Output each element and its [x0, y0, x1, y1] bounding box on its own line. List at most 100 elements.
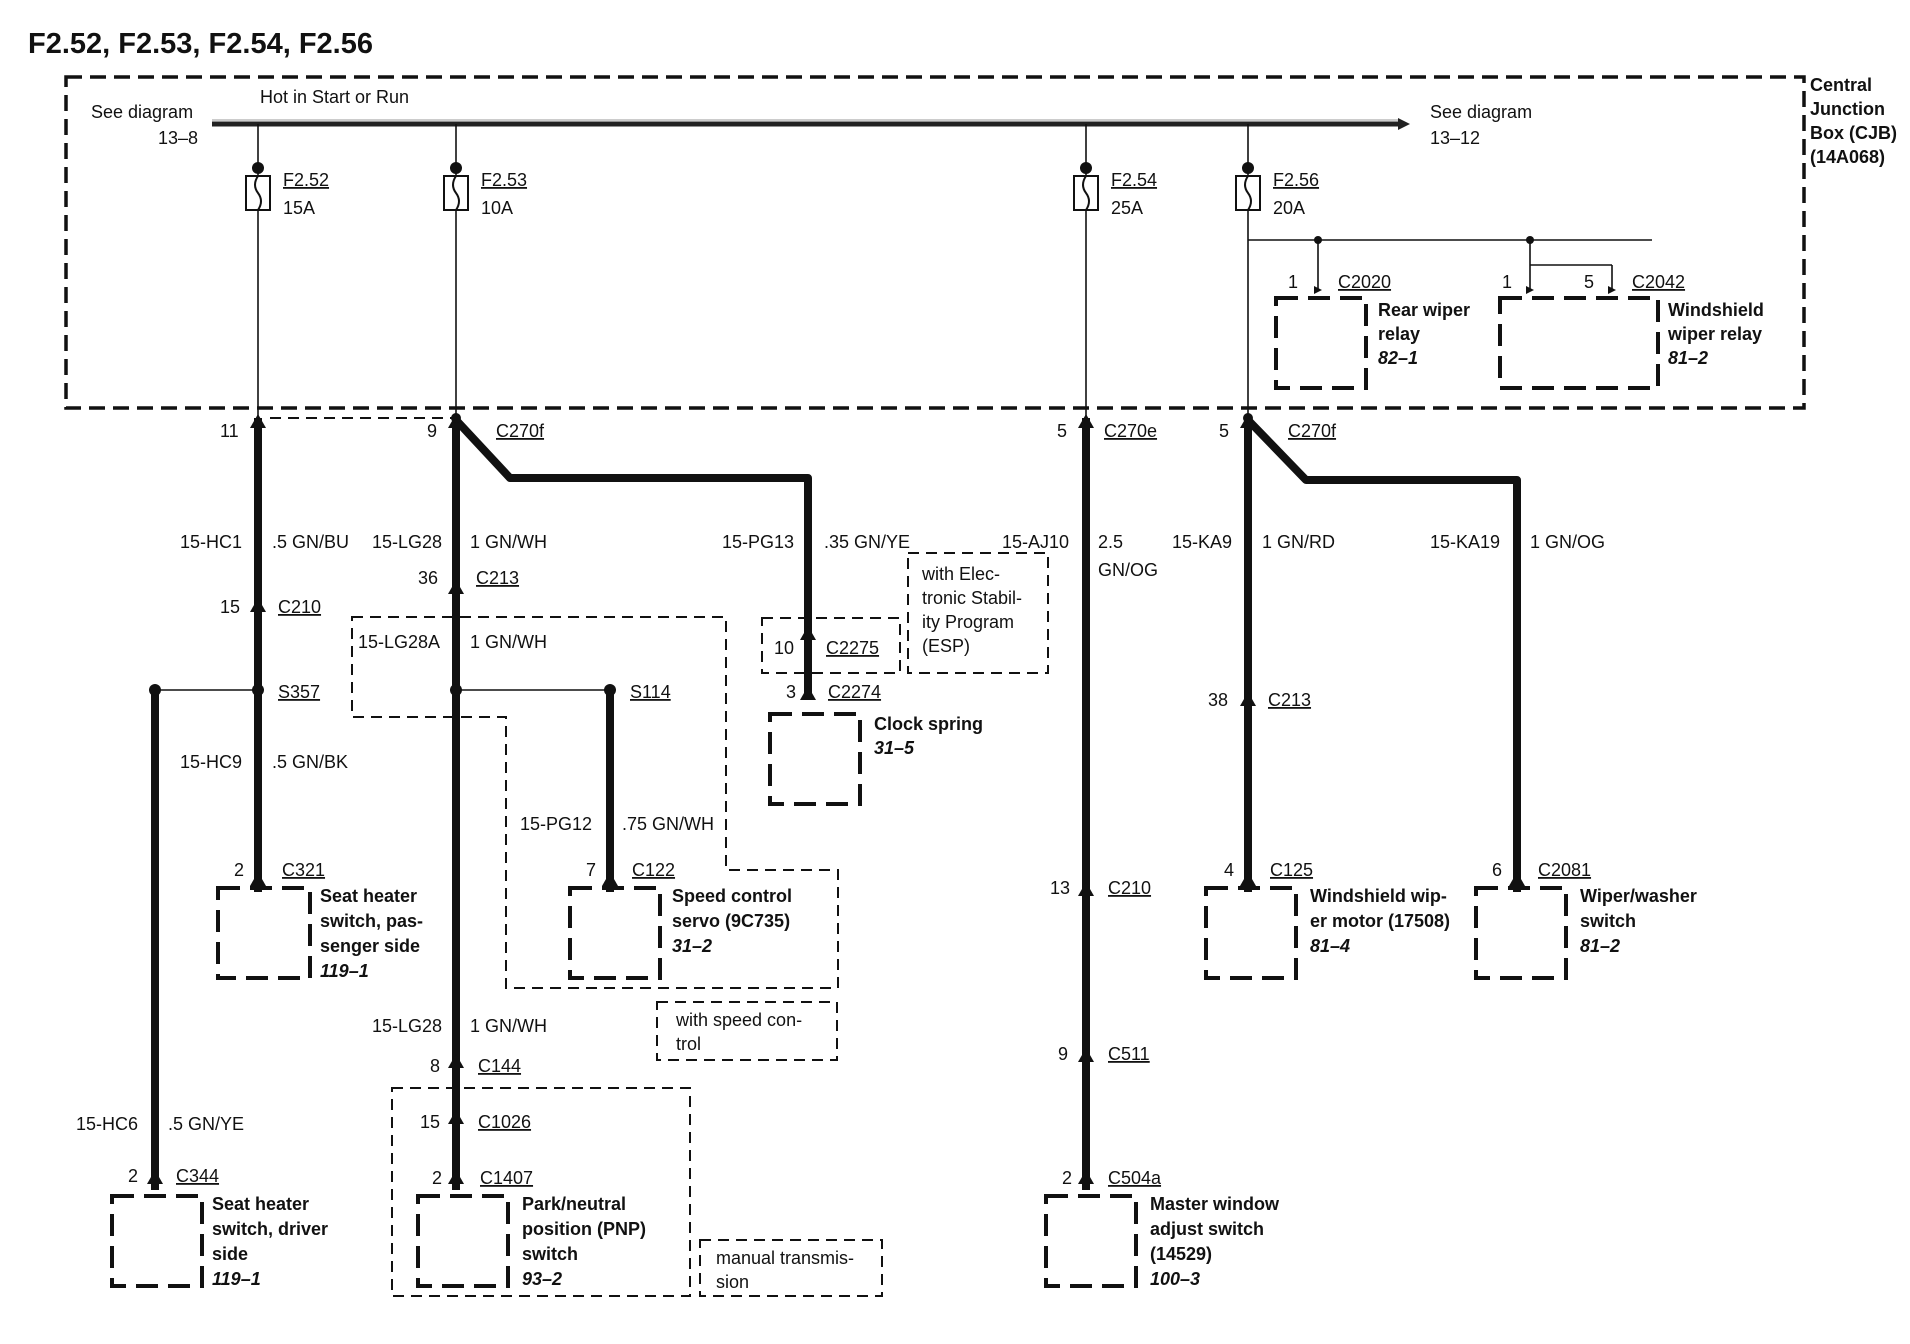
c2275-pin: 10 — [774, 638, 794, 658]
c213-right-pin: 38 — [1208, 690, 1228, 710]
esp-note: with Elec- tronic Stabil- ity Program (E… — [907, 552, 1049, 674]
windshield-wiper-relay: 1 5 C2042 Windshield wiper relay 81–2 — [1498, 272, 1764, 390]
svg-text:Box (CJB): Box (CJB) — [1810, 123, 1897, 143]
svg-text:relay: relay — [1378, 324, 1420, 344]
svg-text:(14A068): (14A068) — [1810, 147, 1885, 167]
svg-text:with Elec-: with Elec- — [921, 564, 1000, 584]
wiper-washer-switch: Wiper/washer switch 81–2 — [1474, 886, 1697, 980]
svg-text:wiper relay: wiper relay — [1667, 324, 1762, 344]
clock-spring: Clock spring 31–5 — [768, 712, 983, 806]
c2275: C2275 — [826, 638, 879, 658]
c504a: C504a — [1108, 1168, 1162, 1188]
svg-text:Rear wiper: Rear wiper — [1378, 300, 1470, 320]
c1026: C1026 — [478, 1112, 531, 1132]
svg-text:tronic Stabil-: tronic Stabil- — [922, 588, 1022, 608]
svg-text:Clock spring: Clock spring — [874, 714, 983, 734]
wire-ka19 — [1245, 417, 1521, 892]
svg-text:Speed control: Speed control — [672, 886, 792, 906]
page-title: F2.52, F2.53, F2.54, F2.56 — [28, 28, 373, 60]
svg-text:93–2: 93–2 — [522, 1269, 562, 1289]
rear-wiper-relay: 1 C2020 Rear wiper relay 82–1 — [1274, 272, 1470, 390]
svg-text:Seat heater: Seat heater — [212, 1194, 309, 1214]
master-window-adjust-switch: Master window adjust switch (14529) 100–… — [1044, 1194, 1280, 1289]
svg-text:1: 1 — [1288, 272, 1298, 292]
svg-text:with speed con-: with speed con- — [675, 1010, 802, 1030]
c213-right: C213 — [1268, 690, 1311, 710]
lg28-bot-circuit: 15-LG28 — [372, 1016, 442, 1036]
relay-feed — [1248, 236, 1652, 294]
ka19-spec: 1 GN/OG — [1530, 532, 1605, 552]
cjb-label: Central Junction Box (CJB) (14A068) — [1810, 75, 1897, 167]
svg-text:Master window: Master window — [1150, 1194, 1280, 1214]
pin-11: 11 — [220, 421, 239, 441]
fuse-f2-54: F2.54 25A — [1073, 124, 1157, 218]
c122-pin: 7 — [586, 860, 596, 880]
svg-text:sion: sion — [716, 1272, 749, 1292]
aj10-spec-2: GN/OG — [1098, 560, 1158, 580]
c270f-a-pin: 9 — [427, 421, 437, 441]
speed-control-note: with speed con- trol — [656, 1001, 838, 1061]
c511-pin: 9 — [1058, 1044, 1068, 1064]
svg-text:Windshield wip-: Windshield wip- — [1310, 886, 1447, 906]
svg-text:Wiper/washer: Wiper/washer — [1580, 886, 1697, 906]
c1407: C1407 — [480, 1168, 533, 1188]
svg-text:C2020: C2020 — [1338, 272, 1391, 292]
c144: C144 — [478, 1056, 521, 1076]
svg-text:Windshield: Windshield — [1668, 300, 1764, 320]
c2274: C2274 — [828, 682, 881, 702]
c210-left-pin: 15 — [220, 597, 240, 617]
c2274-pin: 3 — [786, 682, 796, 702]
svg-text:F2.54: F2.54 — [1111, 170, 1157, 190]
lg28-top-spec: 1 GN/WH — [470, 532, 547, 552]
cjb-outline — [64, 75, 1806, 410]
svg-text:10A: 10A — [481, 198, 513, 218]
c210-left: C210 — [278, 597, 321, 617]
ka9-spec: 1 GN/RD — [1262, 532, 1335, 552]
svg-text:F2.53: F2.53 — [481, 170, 527, 190]
see-diagram-left-ref: 13–8 — [158, 128, 198, 148]
fuse-f2-52: F2.52 15A — [245, 124, 329, 218]
svg-text:20A: 20A — [1273, 198, 1305, 218]
c210-mid: C210 — [1108, 878, 1151, 898]
splice-s357: S357 — [278, 682, 320, 702]
svg-text:trol: trol — [676, 1034, 701, 1054]
ka19-circuit: 15-KA19 — [1430, 532, 1500, 552]
c511: C511 — [1108, 1044, 1150, 1064]
aj10-circuit: 15-AJ10 — [1002, 532, 1069, 552]
svg-text:er motor (17508): er motor (17508) — [1310, 911, 1450, 931]
bus-label: Hot in Start or Run — [260, 87, 409, 107]
fuse-f2-53: F2.53 10A — [443, 124, 527, 218]
svg-text:servo (9C735): servo (9C735) — [672, 911, 790, 931]
svg-text:Park/neutral: Park/neutral — [522, 1194, 626, 1214]
c270e: C270e — [1104, 421, 1157, 441]
manual-transmission-note: manual transmis- sion — [699, 1239, 883, 1297]
c122: C122 — [632, 860, 675, 880]
aj10-spec-1: 2.5 — [1098, 532, 1123, 552]
see-diagram-right-ref: 13–12 — [1430, 128, 1480, 148]
pg12-spec: .75 GN/WH — [622, 814, 714, 834]
svg-text:(14529): (14529) — [1150, 1244, 1212, 1264]
svg-text:switch: switch — [522, 1244, 578, 1264]
c270e-pin: 5 — [1057, 421, 1067, 441]
seat-heater-passenger-switch: Seat heater switch, pas- senger side 119… — [216, 886, 423, 981]
fuse-f2-56: F2.56 20A — [1235, 124, 1319, 218]
see-diagram-left: See diagram — [91, 102, 193, 122]
svg-text:switch, pas-: switch, pas- — [320, 911, 423, 931]
lg28a-spec: 1 GN/WH — [470, 632, 547, 652]
svg-text:15A: 15A — [283, 198, 315, 218]
c144-pin: 8 — [430, 1056, 440, 1076]
hc1-circuit: 15-HC1 — [180, 532, 242, 552]
svg-text:31–5: 31–5 — [874, 738, 915, 758]
hc1-spec: .5 GN/BU — [272, 532, 349, 552]
windshield-wiper-motor: Windshield wip- er motor (17508) 81–4 — [1204, 886, 1450, 980]
svg-text:1: 1 — [1502, 272, 1512, 292]
wire-pg13 — [453, 417, 812, 700]
speed-control-region — [351, 616, 839, 989]
svg-text:5: 5 — [1584, 272, 1594, 292]
svg-text:(ESP): (ESP) — [922, 636, 970, 656]
c270f-b-pin: 5 — [1219, 421, 1229, 441]
svg-text:F2.52: F2.52 — [283, 170, 329, 190]
lg28-bot-spec: 1 GN/WH — [470, 1016, 547, 1036]
seat-heater-driver-switch: Seat heater switch, driver side 119–1 — [110, 1194, 328, 1289]
